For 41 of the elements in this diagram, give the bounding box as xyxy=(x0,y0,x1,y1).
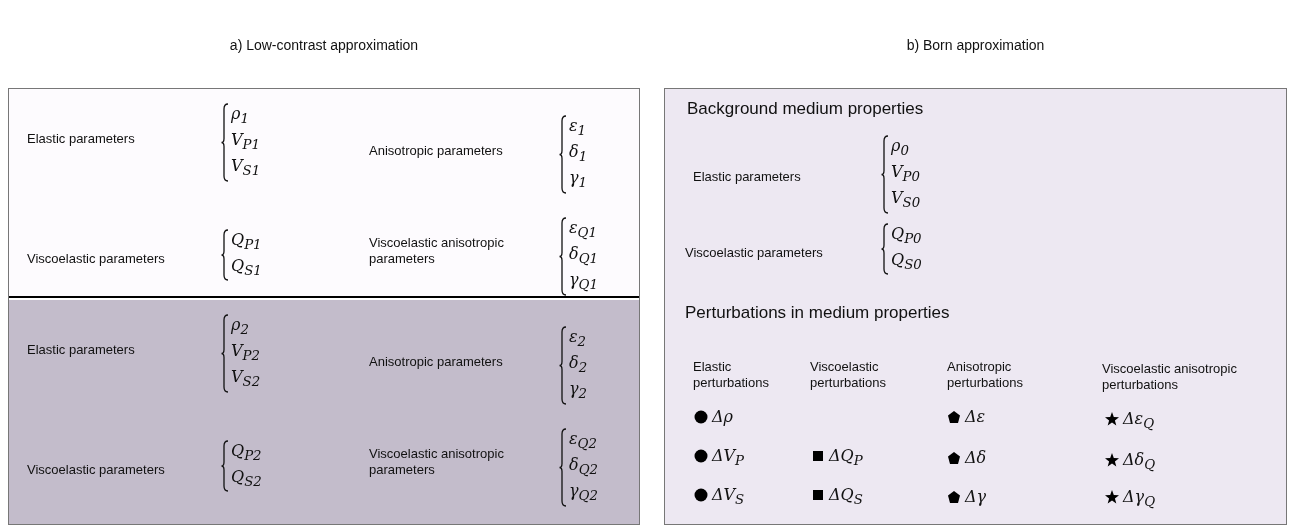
perturbation-symbol: ΔV$_{P}$ xyxy=(712,446,745,471)
parameter-list: Q$_{P0}$ Q$_{S0}$ xyxy=(891,223,922,276)
upper-layer-panel xyxy=(9,89,639,298)
perturbation-symbol: Δε$_{Q}$ xyxy=(1123,409,1155,434)
parameter-label: Viscoelastic parameters xyxy=(27,251,165,267)
parameter-label: Anisotropic parameters xyxy=(369,354,503,370)
lower-layer-panel xyxy=(9,300,639,524)
parameter-list: ρ$_{1}$ V$_{P1}$ V$_{S1}$ xyxy=(231,103,261,182)
parameter-list: ε$_{Q2}$ δ$_{Q2}$ γ$_{Q2}$ xyxy=(569,428,599,507)
perturbation-symbol: ΔV$_{S}$ xyxy=(712,485,745,510)
panel-heading: b) Born approximation xyxy=(906,37,1045,53)
column-header: Viscoelastic perturbations xyxy=(810,359,887,391)
perturbation-symbol: Δρ xyxy=(712,407,733,427)
parameter-label: Elastic parameters xyxy=(27,342,135,358)
column-header: Elastic perturbations xyxy=(693,359,770,391)
parameter-list: ρ$_{2}$ V$_{P2}$ V$_{S2}$ xyxy=(231,314,261,393)
parameter-label: Viscoelastic parameters xyxy=(27,462,165,478)
parameter-label: Viscoelastic anisotropic parameters xyxy=(369,446,505,478)
parameter-list: ε$_{Q1}$ δ$_{Q1}$ γ$_{Q1}$ xyxy=(569,217,599,296)
column-header: Viscoelastic anisotropic perturbations xyxy=(1102,361,1238,393)
column-header: Anisotropic perturbations xyxy=(947,359,1024,391)
parameter-list: Q$_{P1}$ Q$_{S1}$ xyxy=(231,229,262,282)
perturbation-symbol: Δε xyxy=(965,407,986,427)
panel-heading: a) Low-contrast approximation xyxy=(229,37,419,53)
parameter-label: Viscoelastic parameters xyxy=(685,245,823,261)
perturbation-symbol: Δγ xyxy=(965,487,987,507)
parameter-label: Elastic parameters xyxy=(693,169,801,185)
parameter-label: Anisotropic parameters xyxy=(369,143,503,159)
parameter-list: ρ$_{0}$ V$_{P0}$ V$_{S0}$ xyxy=(891,135,921,214)
parameter-list: ε$_{1}$ δ$_{1}$ γ$_{1}$ xyxy=(569,115,588,194)
section-heading: Perturbations in medium properties xyxy=(685,303,950,323)
perturbation-symbol: Δδ xyxy=(965,448,987,468)
parameter-list: Q$_{P2}$ Q$_{S2}$ xyxy=(231,440,262,493)
parameter-list: ε$_{2}$ δ$_{2}$ γ$_{2}$ xyxy=(569,326,588,405)
section-heading: Background medium properties xyxy=(687,99,924,119)
parameter-label: Viscoelastic anisotropic parameters xyxy=(369,235,505,267)
perturbation-symbol: Δδ$_{Q}$ xyxy=(1123,450,1156,475)
perturbation-symbol: ΔQ$_{P}$ xyxy=(829,446,863,471)
perturbation-symbol: ΔQ$_{S}$ xyxy=(829,485,863,510)
perturbation-symbol: Δγ$_{Q}$ xyxy=(1123,487,1156,512)
parameter-label: Elastic parameters xyxy=(27,131,135,147)
